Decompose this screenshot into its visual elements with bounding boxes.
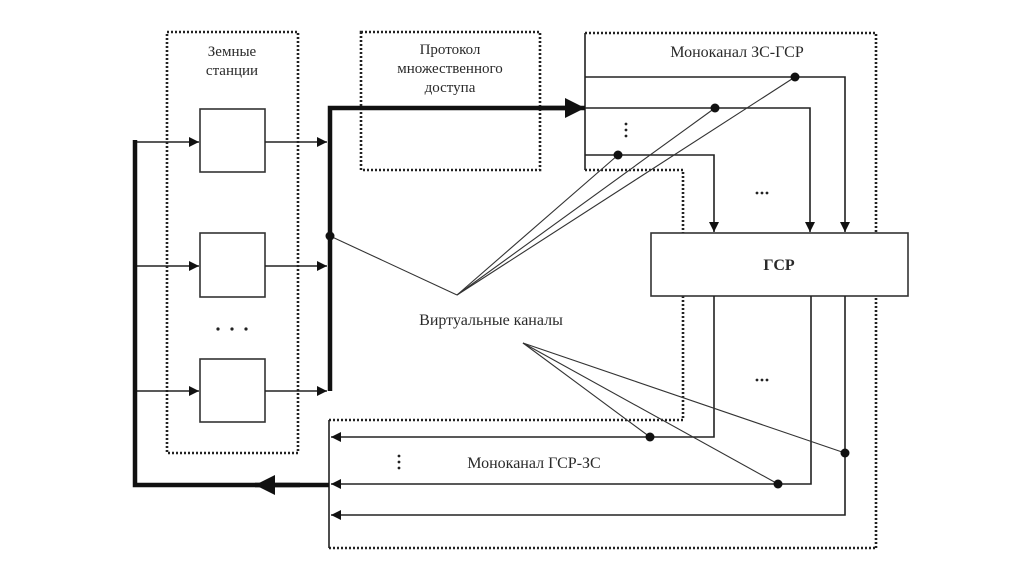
virtual-channel-pointers-lower [522,342,846,485]
uplink-channel-2 [585,107,815,232]
earth-stations-label-line2: станции [206,63,258,79]
virtual-channel-pointers-upper [329,76,796,296]
downlink-label: Моноканал ГСР-ЗС [467,455,600,472]
downlink-channel-2 [331,296,812,489]
junction-dot-uplink-1 [790,72,800,82]
downlink-vertical-ellipsis [397,454,401,470]
input-bus [132,140,300,488]
protocol-label-line3: доступа [425,80,476,96]
downlink-channel-3 [331,296,846,520]
junction-dot-downlink-2 [773,479,783,489]
junction-dot-uplink-3 [613,150,623,160]
earth-station-n [199,358,266,423]
junction-dot-downlink-1 [645,432,655,442]
downlink-horizontal-ellipsis [755,378,769,382]
protocol-label-line2: множественного [397,61,503,77]
earth-stations-label-line1: Земные [208,44,257,60]
junction-dot-uplink-2 [710,103,720,113]
uplink-vertical-ellipsis [624,122,628,138]
uplink-channel-3 [585,154,719,232]
gsr-box [650,232,909,297]
junction-dot-downlink-3 [840,448,850,458]
protocol-group [359,30,542,172]
junction-dot-bus [325,231,335,241]
earth-stations-group [165,30,300,455]
stations-ellipsis [216,327,248,331]
uplink-label: Моноканал ЗС-ГСР [670,44,804,61]
earth-station-2 [199,232,266,298]
gsr-label: ГСР [763,257,795,274]
uplink-horizontal-ellipsis [755,191,769,195]
earth-station-1 [199,108,266,173]
output-bus [327,105,570,391]
protocol-label-line1: Протокол [420,42,481,58]
downlink-channel-1 [331,296,715,442]
virtual-channels-label: Виртуальные каналы [419,312,563,329]
uplink-channel-1 [585,76,850,232]
